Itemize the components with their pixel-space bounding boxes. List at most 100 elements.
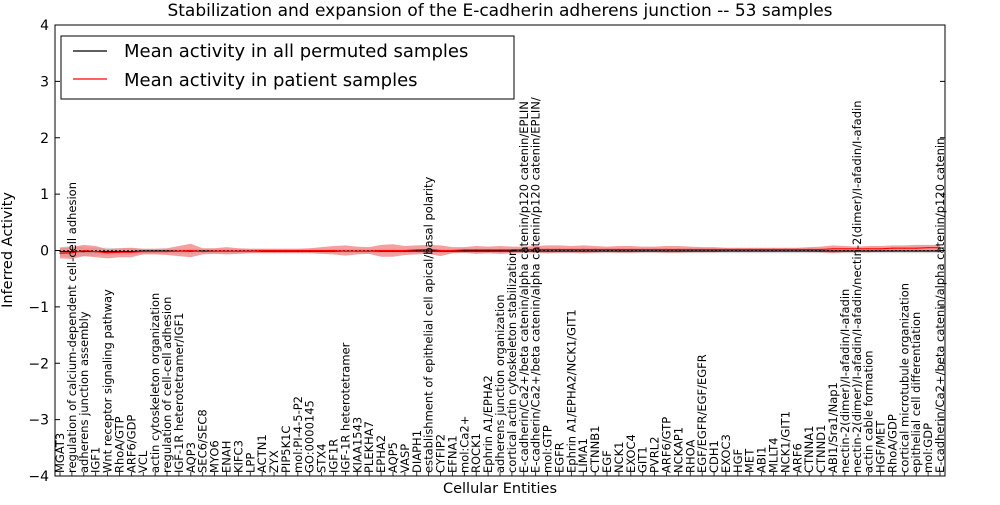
- point-patient: [820, 248, 822, 250]
- point-permuted: [879, 250, 882, 252]
- point-patient: [83, 249, 85, 252]
- x-category-label: Ephrin A1/EPHA2/NCK1/GIT1: [564, 309, 578, 473]
- point-permuted: [463, 250, 465, 252]
- point-patient: [891, 247, 894, 249]
- point-permuted: [547, 250, 549, 252]
- y-tick-label: −4: [28, 469, 49, 485]
- point-patient: [309, 249, 311, 252]
- x-category-label: E-cadherin/Ca2+/beta catenin/alpha caten…: [517, 101, 531, 473]
- x-category-label: PIP5K1C: [279, 426, 293, 473]
- x-category-label: mol:GTP: [541, 425, 555, 473]
- x-category-label: ABI1: [755, 447, 769, 473]
- x-category-label: DIAPH1: [410, 430, 424, 473]
- point-permuted: [772, 250, 775, 252]
- point-permuted: [665, 250, 668, 252]
- point-permuted: [796, 250, 798, 252]
- point-permuted: [844, 250, 846, 252]
- point-patient: [856, 248, 858, 250]
- x-category-label: LIMA1: [576, 438, 590, 473]
- point-patient: [297, 249, 299, 252]
- x-category-label: ARF6/GTP: [660, 417, 674, 473]
- point-permuted: [784, 250, 787, 252]
- x-category-label: HGF/MET: [874, 420, 888, 473]
- point-patient: [451, 249, 453, 252]
- point-patient: [772, 248, 775, 250]
- legend-label-patient: Mean activity in patient samples: [124, 70, 418, 91]
- x-category-label: Ephrin A1/EPHA2: [481, 375, 495, 473]
- point-permuted: [428, 250, 430, 252]
- x-category-label: GO:0000145: [303, 400, 317, 473]
- legend-label-permuted: Mean activity in all permuted samples: [124, 41, 468, 62]
- point-permuted: [677, 250, 680, 252]
- point-patient: [475, 249, 477, 251]
- y-tick-label: 2: [40, 131, 49, 147]
- x-category-label: ARF6: [790, 443, 804, 473]
- x-category-label: MYO6: [208, 440, 222, 473]
- point-permuted: [820, 250, 822, 252]
- point-patient: [107, 252, 109, 254]
- x-category-label: establishment of epithelial cell apical/…: [422, 177, 436, 473]
- x-category-label: PLEKHA7: [362, 421, 376, 473]
- point-permuted: [915, 250, 917, 252]
- x-category-label: EXOC4: [624, 434, 638, 473]
- point-patient: [261, 249, 263, 252]
- x-category-label: mol:GDP: [921, 423, 935, 473]
- point-patient: [225, 250, 228, 252]
- point-patient: [321, 249, 323, 252]
- point-permuted: [475, 250, 477, 252]
- x-category-label: mol:PI-4-5-P2: [291, 396, 305, 473]
- point-permuted: [761, 250, 763, 252]
- point-patient: [285, 249, 287, 252]
- point-permuted: [903, 250, 905, 252]
- point-patient: [832, 248, 834, 250]
- x-category-label: regulation of cell-cell adhesion: [160, 297, 174, 473]
- x-category-label: ARF6/GDP: [124, 415, 138, 473]
- x-category-label: EPHA2: [374, 435, 388, 473]
- y-tick-label: 4: [40, 18, 49, 34]
- point-permuted: [487, 250, 489, 252]
- x-category-label: VCL: [136, 450, 150, 473]
- point-patient: [582, 248, 584, 250]
- x-category-label: EGF/EGFR/EGF/EGFR: [695, 354, 709, 473]
- x-category-label: IGF-1R heterotetramer/IGF1: [172, 313, 186, 473]
- x-category-label: EXOC3: [719, 434, 733, 473]
- x-category-label: ROCK1: [469, 433, 483, 473]
- x-category-label: AQP5: [386, 442, 400, 473]
- x-category-label: LPP: [243, 453, 257, 473]
- y-tick-label: 0: [40, 244, 49, 260]
- y-axis-label: Inferred Activity: [0, 192, 16, 308]
- point-permuted: [868, 250, 870, 252]
- y-tick-label: 3: [40, 74, 49, 90]
- x-category-label: RhoA/GDP: [885, 414, 899, 473]
- point-patient: [356, 250, 358, 252]
- point-patient: [689, 248, 691, 250]
- point-patient: [95, 251, 97, 253]
- x-category-label: MET: [743, 448, 757, 473]
- point-patient: [416, 249, 418, 251]
- point-patient: [523, 248, 525, 250]
- point-patient: [404, 249, 406, 252]
- point-permuted: [618, 250, 620, 252]
- point-patient: [439, 249, 442, 252]
- point-permuted: [71, 251, 73, 253]
- point-patient: [784, 248, 787, 250]
- y-tick-label: −2: [28, 356, 49, 372]
- point-patient: [642, 248, 644, 250]
- point-patient: [499, 249, 501, 251]
- point-permuted: [713, 250, 715, 252]
- point-patient: [214, 250, 216, 252]
- legend: Mean activity in all permuted samples Me…: [60, 35, 515, 100]
- point-patient: [190, 249, 192, 252]
- point-permuted: [808, 250, 810, 252]
- point-patient: [166, 251, 168, 253]
- point-patient: [535, 248, 537, 250]
- point-patient: [380, 249, 382, 252]
- x-category-label: KIAA1543: [350, 417, 364, 473]
- point-patient: [332, 249, 335, 252]
- point-permuted: [558, 250, 561, 252]
- x-category-label: NCK1: [612, 442, 626, 474]
- point-patient: [154, 251, 156, 253]
- x-axis-label: Cellular Entities: [443, 481, 557, 497]
